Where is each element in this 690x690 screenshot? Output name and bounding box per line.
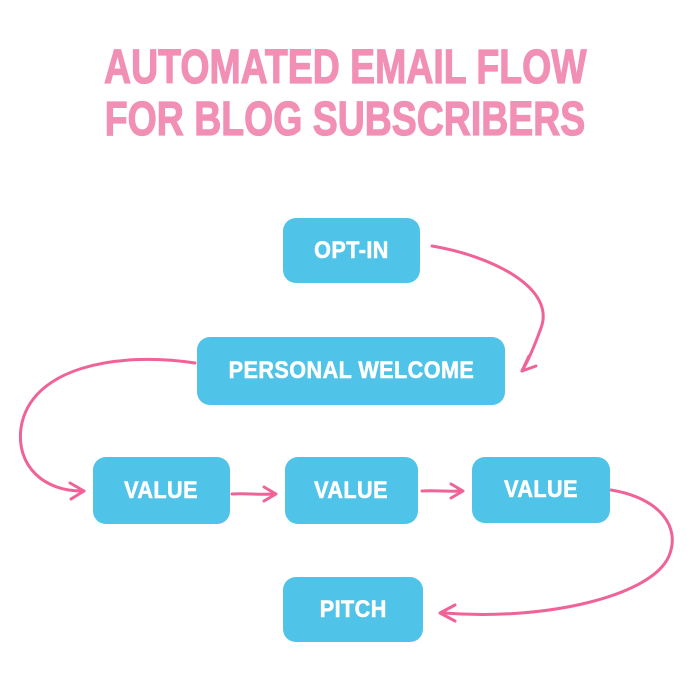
arrowhead-value-1-to-value-2 (262, 485, 278, 503)
page-title: AUTOMATED EMAIL FLOW FOR BLOG SUBSCRIBER… (0, 41, 690, 146)
arrowhead-value-2-to-value-3 (449, 482, 465, 500)
node-value-2: VALUE (285, 457, 418, 524)
arrowhead-opt-in-to-personal-welcome (520, 354, 538, 373)
node-pitch-label: PITCH (319, 595, 387, 623)
node-value-2-label: VALUE (314, 476, 389, 504)
title-line-1: AUTOMATED EMAIL FLOW (103, 41, 587, 94)
node-personal-welcome-label: PERSONAL WELCOME (228, 357, 474, 385)
node-value-1: VALUE (93, 457, 230, 524)
edge-value-1-to-value-2 (230, 492, 275, 496)
arrowhead-personal-welcome-to-value-1 (68, 481, 86, 501)
node-value-3-label: VALUE (504, 476, 578, 504)
title-line-2: FOR BLOG SUBSCRIBERS (104, 93, 586, 146)
node-opt-in: OPT-IN (283, 218, 420, 283)
node-personal-welcome: PERSONAL WELCOME (197, 337, 505, 405)
node-value-1-label: VALUE (124, 476, 199, 504)
arrowhead-value-3-to-pitch (438, 603, 457, 623)
edge-value-2-to-value-3 (420, 489, 462, 493)
node-value-3: VALUE (472, 457, 610, 523)
node-opt-in-label: OPT-IN (314, 236, 389, 264)
node-pitch: PITCH (283, 577, 423, 642)
